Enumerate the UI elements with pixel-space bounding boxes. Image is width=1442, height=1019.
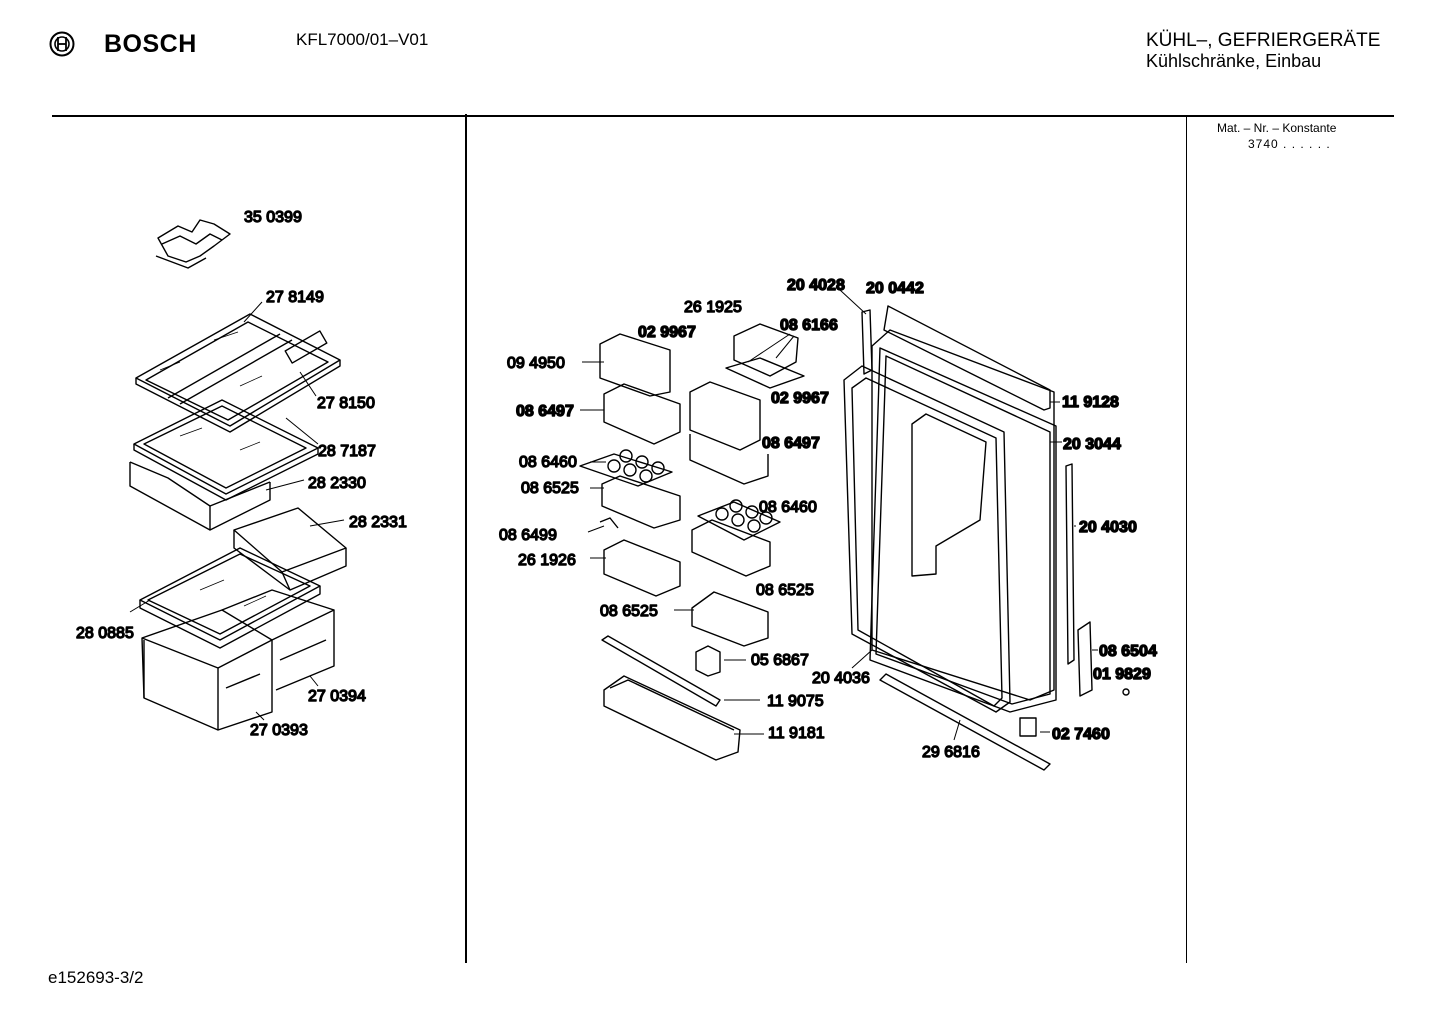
category-line-1: KÜHL–, GEFRIERGERÄTE xyxy=(1146,30,1381,51)
part-labels-left: 35 0399 27 8149 27 8150 28 7187 28 2330 … xyxy=(75,208,407,739)
part-label: 02 9967 xyxy=(771,390,829,407)
part-label: 20 4028 xyxy=(787,277,845,294)
glass-shelf-middle-drawing xyxy=(133,399,319,501)
drawing-code: e152693-3/2 xyxy=(48,968,144,987)
part-label: 05 6867 xyxy=(751,652,809,669)
part-label: 11 9075 xyxy=(767,693,824,710)
drawer-small-drawing xyxy=(233,507,347,591)
part-label: 08 6525 xyxy=(600,603,658,620)
crisper-drawers-drawing xyxy=(141,589,335,731)
part-label: 09 4950 xyxy=(507,355,565,372)
glass-shelf-lower-drawing xyxy=(139,547,321,649)
door-shelves-drawing xyxy=(579,323,805,761)
part-label: 08 6499 xyxy=(499,527,557,544)
part-label: 08 6497 xyxy=(516,403,574,420)
bosch-logo-icon xyxy=(49,31,75,57)
part-label: 11 9128 xyxy=(1062,394,1119,411)
part-label: 26 1925 xyxy=(684,299,742,316)
model-number: KFL7000/01–V01 xyxy=(296,30,429,49)
part-label: 28 7187 xyxy=(318,443,376,460)
shelf-clip-drawing xyxy=(155,219,231,269)
part-label: 27 8149 xyxy=(266,289,324,306)
part-labels-right: 20 4028 20 0442 26 1925 02 9967 08 6166 … xyxy=(498,276,1157,761)
part-label: 02 9967 xyxy=(638,324,696,341)
part-label: 20 3044 xyxy=(1063,436,1121,453)
part-label: 20 4036 xyxy=(812,670,870,687)
panel-divider-right xyxy=(1186,116,1187,963)
category-line-2: Kühlschränke, Einbau xyxy=(1146,51,1322,71)
part-label: 27 8150 xyxy=(317,395,375,412)
part-label: 29 6816 xyxy=(922,744,980,761)
right-leader-lines xyxy=(580,289,1098,741)
part-label: 28 2331 xyxy=(349,514,407,531)
part-label: 20 0442 xyxy=(866,280,924,297)
mat-label: Mat. – Nr. – Konstante xyxy=(1217,121,1337,135)
part-label: 26 1926 xyxy=(518,552,576,569)
brand-name: BOSCH xyxy=(104,30,197,58)
part-label: 08 6166 xyxy=(780,317,838,334)
part-label: 08 6525 xyxy=(521,480,579,497)
part-label: 08 6460 xyxy=(759,499,817,516)
part-label: 11 9181 xyxy=(768,725,825,742)
shelf-frame-drawing xyxy=(129,461,271,531)
part-label: 35 0399 xyxy=(244,209,302,226)
part-label: 08 6525 xyxy=(756,582,814,599)
part-label: 28 0885 xyxy=(76,625,134,642)
glass-shelf-upper-drawing xyxy=(135,313,341,433)
part-label: 08 6504 xyxy=(1099,643,1157,660)
header-divider xyxy=(52,115,1394,117)
part-label: 28 2330 xyxy=(308,475,366,492)
door-assembly-drawing xyxy=(843,305,1130,771)
part-label: 08 6497 xyxy=(762,435,820,452)
part-label: 01 9829 xyxy=(1093,666,1151,683)
left-leader-lines xyxy=(129,301,345,721)
part-label: 20 4030 xyxy=(1079,519,1137,536)
part-label: 02 7460 xyxy=(1052,726,1110,743)
part-label: 08 6460 xyxy=(519,454,577,471)
part-label: 27 0394 xyxy=(308,688,366,705)
panel-divider-left xyxy=(465,114,467,963)
mat-value: 3740 . . . . . . xyxy=(1248,137,1331,151)
part-label: 27 0393 xyxy=(250,722,308,739)
